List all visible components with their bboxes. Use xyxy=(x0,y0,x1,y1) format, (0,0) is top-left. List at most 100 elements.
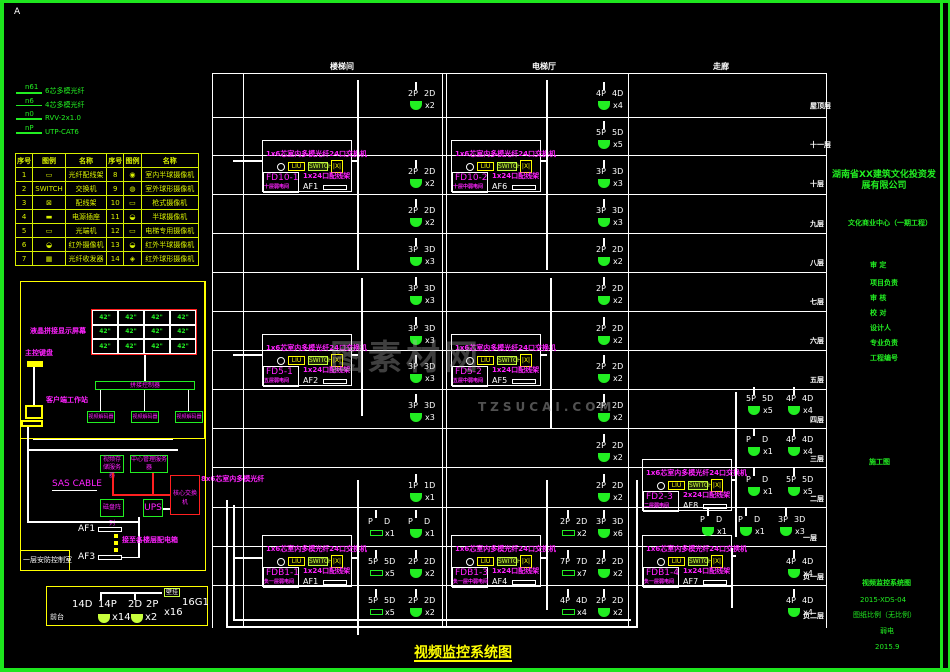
video-wall-screen: 42" xyxy=(92,324,118,340)
reception-tag: 前台 xyxy=(50,613,64,621)
decoder-3[interactable]: 视频解码器 xyxy=(175,411,203,423)
floor-label: 屋顶层 xyxy=(810,102,831,110)
dome-camera-icon xyxy=(748,406,760,415)
dome-camera-icon xyxy=(410,101,422,110)
power-strip-icon xyxy=(512,580,536,585)
matrix-controller[interactable]: 拼接控制器 xyxy=(95,381,195,390)
camera-count: x3 xyxy=(425,374,435,383)
video-wall-screen: 42" xyxy=(170,324,196,340)
ups[interactable]: UPS xyxy=(143,499,163,517)
dome-camera-icon xyxy=(598,101,610,110)
fiber-odf-icon xyxy=(277,357,285,365)
fiber-odf-icon xyxy=(466,163,474,171)
camera-power-label: 3P xyxy=(408,324,418,333)
camera-count: x1 xyxy=(763,447,773,456)
camera-data-label: 3D xyxy=(424,362,436,371)
idf-patch-spec: 2x24口配线架 xyxy=(683,491,731,499)
idf-id: FDB1-4 xyxy=(646,568,679,578)
legend-cell: 红外球形摄像机 xyxy=(140,251,200,266)
camera-label: x16 xyxy=(164,607,183,618)
af-label: AF6 xyxy=(492,182,508,191)
idf-switch-spec: 1x6芯室内多模光纤24口交换机 xyxy=(455,150,556,158)
legend-cell: 红外摄像机 xyxy=(64,237,108,252)
reception-box xyxy=(46,586,208,626)
camera-count: x2 xyxy=(613,608,623,617)
management-server[interactable]: 中心管理服务器 xyxy=(130,455,168,473)
workstation-monitor-icon[interactable] xyxy=(25,405,43,419)
storage-server[interactable]: 视频存储服务器 xyxy=(100,455,124,479)
camera-power-label: P xyxy=(700,515,705,524)
idf-room: 五层弱电间 xyxy=(264,378,290,384)
video-wall-screen: 42" xyxy=(144,339,170,354)
disk-array[interactable]: 磁盘阵列 xyxy=(100,499,124,527)
header-cell: 名称 xyxy=(140,153,200,168)
decoder-1[interactable]: 视频解码器 xyxy=(87,411,115,423)
dome-camera-icon xyxy=(788,406,800,415)
floor-label: 一层 xyxy=(803,534,817,542)
camera-count: x1 xyxy=(385,529,395,538)
camera-data-label: 5D xyxy=(762,394,774,403)
legend-symbol-icon: ▦ xyxy=(32,251,66,266)
cable-riser xyxy=(361,278,363,416)
decoder-2[interactable]: 视频解码器 xyxy=(131,411,159,423)
patch-panel-icon: |X| xyxy=(520,160,532,173)
core-switch[interactable]: 核心交换机 xyxy=(170,475,200,515)
video-wall-screen: 42" xyxy=(118,310,144,325)
patch-panel-icon: |X| xyxy=(711,555,723,568)
camera-power-label: 2P xyxy=(408,206,418,215)
camera-count: x2 xyxy=(613,374,623,383)
dome-camera-icon xyxy=(410,336,422,345)
